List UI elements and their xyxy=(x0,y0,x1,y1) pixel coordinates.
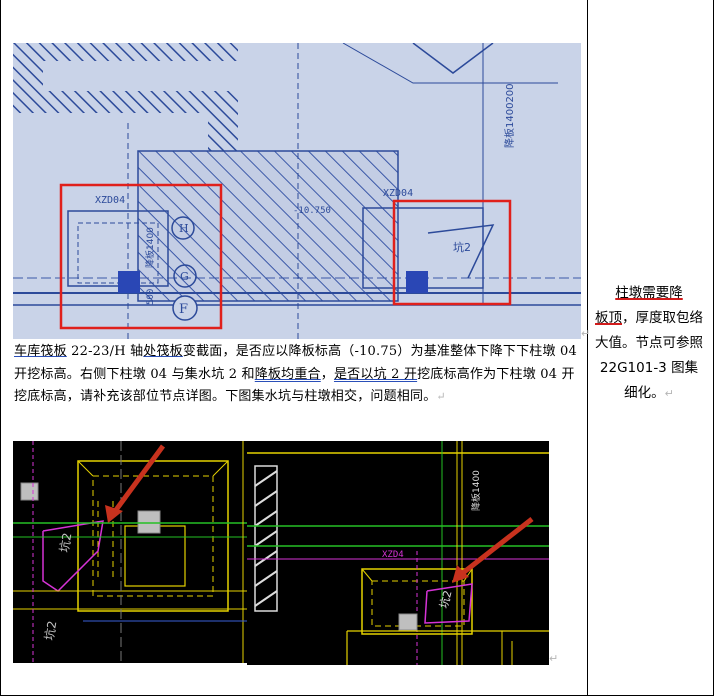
para-text-axis: 22-23/H 轴 xyxy=(66,344,144,359)
cad-screenshot-right: 降板1400 XZD4 坑2 xyxy=(247,441,549,665)
hatched-slab xyxy=(137,150,399,302)
table-left-border xyxy=(0,0,1,696)
table-column-divider xyxy=(587,0,588,696)
highlight-box-right xyxy=(392,199,512,306)
blueprint-photo: XZD04 XZD04 -10.750 坑2 H G F 500 降板1400 … xyxy=(13,43,581,339)
roof-outline xyxy=(342,43,558,84)
cad-right-pit-label: 坑2 xyxy=(436,589,454,610)
reply-comment: 柱墩需要降 板顶，厚度取包络大值。节点可参照 22G101-3 图集细化。↵ xyxy=(594,281,704,406)
return-mark-cad: ↵ xyxy=(549,652,559,665)
label-pit: 坑2 xyxy=(453,240,471,254)
para-term-raft-location: 处筏板 xyxy=(143,344,183,359)
return-mark-reply: ↵ xyxy=(664,387,674,400)
para-term-pit-bottom: 是否以坑 2 开 xyxy=(333,366,418,382)
axis-circle-f xyxy=(172,295,198,321)
cad-left-pit-label: 坑2 xyxy=(56,532,74,554)
label-elevation: -10.750 xyxy=(293,206,331,216)
hatched-wall-top xyxy=(13,43,238,61)
label-dim-vertical: 降板1400 xyxy=(144,227,156,268)
cad-drawing-left: 坑2 坑2 xyxy=(13,441,249,663)
axis-circle-g xyxy=(173,264,197,288)
cad-drawing-right: 降板1400 XZD4 坑2 xyxy=(247,441,549,665)
label-axis-h: H xyxy=(179,222,189,235)
blueprint-drawing: XZD04 XZD04 -10.750 坑2 H G F 500 降板1400 … xyxy=(13,43,581,339)
para-text-main: 变截面，是否应以降板标高（-10.75）为基准整体下降下下柱墩 04 开挖标高。… xyxy=(14,344,577,382)
label-xzd-right: XZD04 xyxy=(383,188,413,199)
return-mark-para: ↵ xyxy=(436,390,446,403)
cad-right-vertical-label: 降板1400 xyxy=(470,470,482,511)
roof-lines xyxy=(412,43,494,74)
label-axis-f: F xyxy=(179,302,188,317)
column-block-left xyxy=(118,271,140,293)
para-term-overlap: 降板均重合 xyxy=(254,366,321,382)
highlight-box-left xyxy=(59,183,223,330)
reply-text: ，厚度取包络大值。节点可参照 22G101-3 图集细化。 xyxy=(595,310,703,401)
para-term-raft: 车库筏板 xyxy=(14,344,67,359)
column-block-right xyxy=(406,271,428,293)
cad-screenshot-left: 坑2 坑2 xyxy=(13,441,249,663)
axis-circle-h xyxy=(171,216,195,240)
reply-emphasis-2: 板顶 xyxy=(595,310,622,326)
para-text-comma: ， xyxy=(320,366,334,382)
label-right-vertical: 降板1400200 xyxy=(503,83,516,148)
reply-emphasis-1: 柱墩需要降 xyxy=(615,285,683,301)
return-mark-blueprint: ↵ xyxy=(581,327,591,340)
hatched-beam xyxy=(13,91,238,113)
cad-right-xzd-label: XZD4 xyxy=(382,550,404,560)
cad-left-pit-label-bottom: 坑2 xyxy=(41,620,59,642)
pit-outline-right xyxy=(427,224,495,279)
question-paragraph: 车库筏板 22-23/H 轴处筏板变截面，是否应以降板标高（-10.75）为基准… xyxy=(14,341,586,409)
label-axis-g: G xyxy=(180,270,189,283)
label-dim-500: 500 xyxy=(146,289,156,305)
para-text-end: 挖底标高作为下柱墩 04 开挖底标高，请补充该部位节点详图。下图集水坑与柱墩相交… xyxy=(14,366,575,405)
table-right-border xyxy=(713,0,714,696)
label-xzd-left: XZD04 xyxy=(95,195,125,206)
